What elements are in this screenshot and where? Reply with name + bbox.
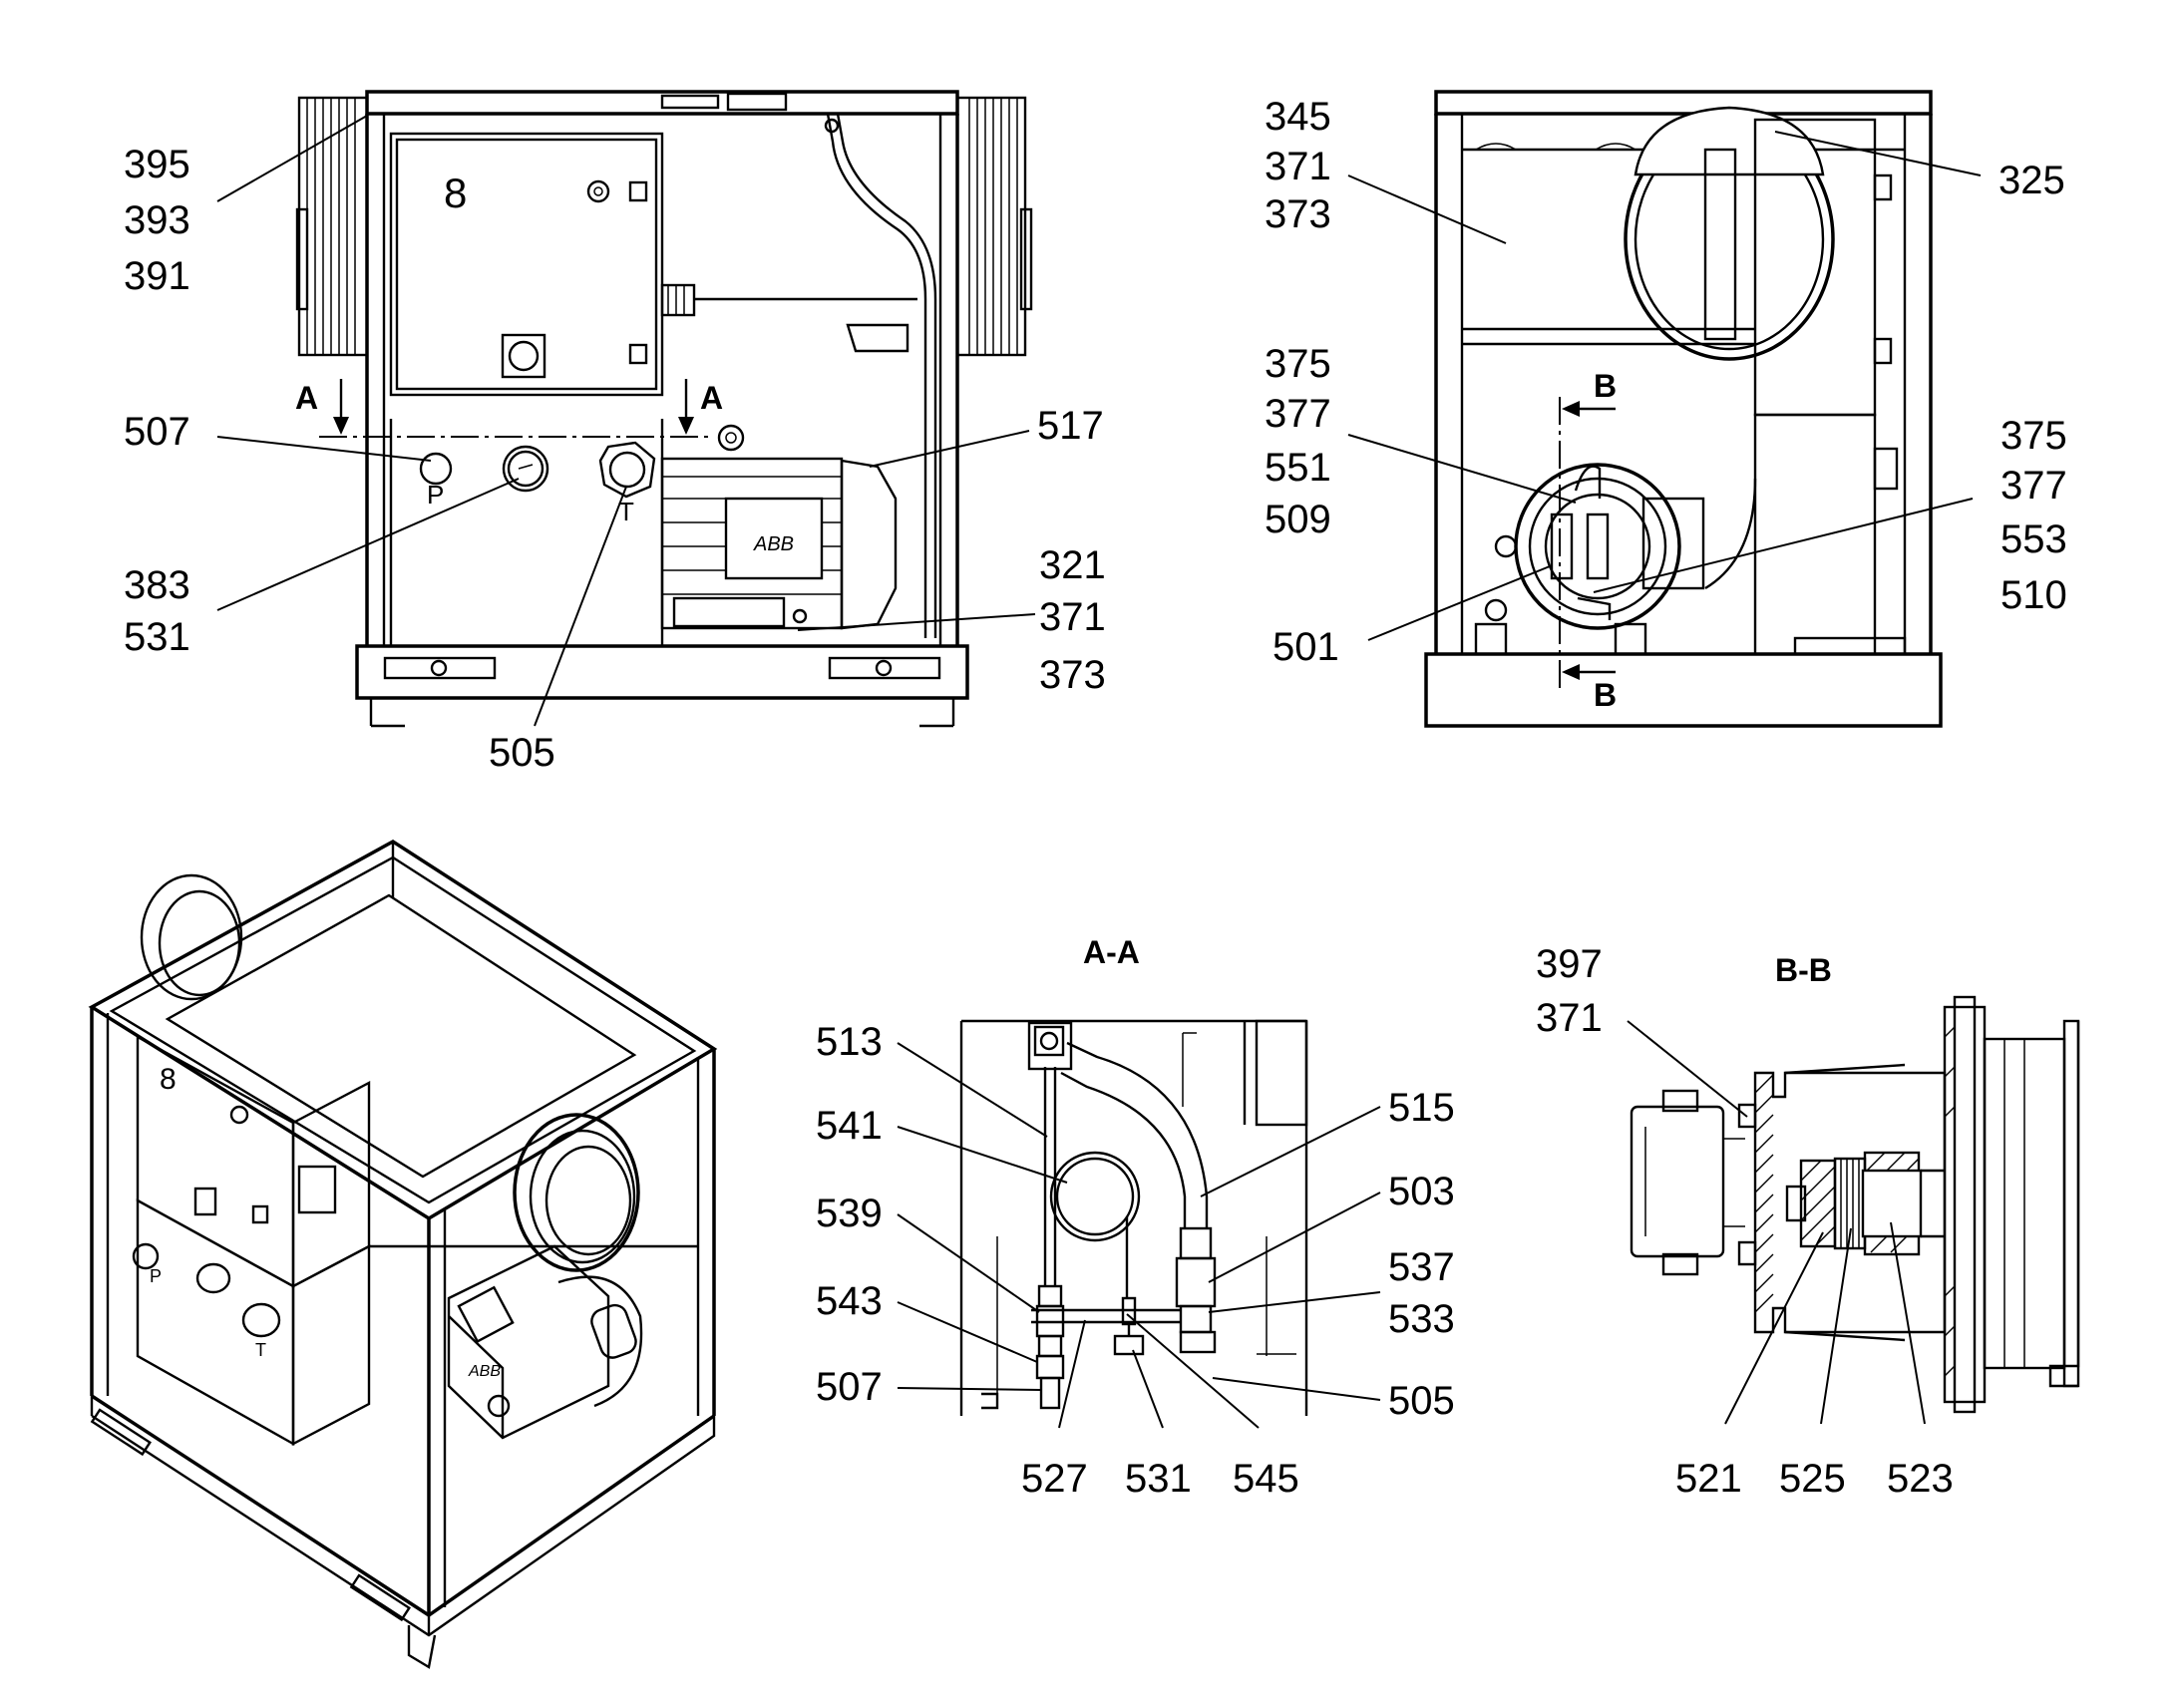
label-383: 383 bbox=[124, 563, 190, 607]
iso-port-mark-p: P bbox=[150, 1266, 162, 1286]
control-cabinet: 8 bbox=[389, 132, 917, 397]
label-505-aa: 505 bbox=[1388, 1379, 1455, 1423]
svg-text:8: 8 bbox=[444, 170, 467, 216]
hatch-bell bbox=[1754, 1074, 1774, 1313]
label-507: 507 bbox=[124, 410, 190, 454]
label-531: 531 bbox=[124, 615, 190, 659]
label-371-side: 371 bbox=[1265, 145, 1331, 188]
hose-reel-left bbox=[295, 96, 369, 357]
label-503: 503 bbox=[1388, 1170, 1455, 1213]
label-537: 537 bbox=[1388, 1245, 1455, 1289]
iso-tank: P T bbox=[132, 1197, 371, 1447]
section-aa: A-A bbox=[816, 934, 1455, 1501]
port-mark-p: P bbox=[427, 480, 444, 510]
label-539: 539 bbox=[816, 1192, 883, 1235]
svg-text:8: 8 bbox=[160, 1063, 177, 1096]
label-377-left: 377 bbox=[1265, 392, 1331, 436]
label-517: 517 bbox=[1037, 404, 1104, 448]
label-507-aa: 507 bbox=[816, 1365, 883, 1409]
iso-motor: ABB bbox=[447, 1244, 643, 1440]
label-377-right: 377 bbox=[2000, 464, 2067, 508]
hose-reel-right bbox=[955, 96, 1033, 357]
motor-badge: ABB bbox=[753, 533, 794, 555]
label-375-left: 375 bbox=[1265, 342, 1331, 386]
label-391: 391 bbox=[124, 254, 190, 298]
electric-motor-front: ABB bbox=[660, 457, 898, 630]
label-521: 521 bbox=[1675, 1457, 1742, 1501]
label-505: 505 bbox=[489, 731, 555, 775]
label-375-right: 375 bbox=[2000, 414, 2067, 458]
label-510: 510 bbox=[2000, 573, 2067, 617]
front-view: 8 A A P bbox=[124, 90, 1106, 775]
coupling-spider bbox=[1833, 1157, 1867, 1250]
iso-cabinet: 8 bbox=[136, 1034, 371, 1289]
label-509: 509 bbox=[1265, 498, 1331, 541]
label-373: 373 bbox=[1039, 653, 1106, 697]
label-393: 393 bbox=[124, 198, 190, 242]
label-371-bb: 371 bbox=[1536, 996, 1603, 1040]
hatch-flange bbox=[1944, 1026, 1956, 1377]
label-515: 515 bbox=[1388, 1086, 1455, 1130]
pump-flange bbox=[1484, 463, 1757, 630]
label-533: 533 bbox=[1388, 1297, 1455, 1341]
label-501: 501 bbox=[1272, 625, 1339, 669]
label-527: 527 bbox=[1021, 1457, 1088, 1501]
label-513: 513 bbox=[816, 1020, 883, 1064]
label-543: 543 bbox=[816, 1279, 883, 1323]
tank-port-t: T bbox=[598, 441, 656, 526]
label-371: 371 bbox=[1039, 595, 1106, 639]
pressure-gauge bbox=[502, 445, 549, 493]
label-531-aa: 531 bbox=[1125, 1457, 1192, 1501]
label-553: 553 bbox=[2000, 517, 2067, 561]
isometric-view: 8 P T ABB bbox=[88, 839, 718, 1669]
label-525: 525 bbox=[1779, 1457, 1846, 1501]
label-373-side: 373 bbox=[1265, 192, 1331, 236]
section-aa-title: A-A bbox=[1083, 934, 1140, 970]
iso-port-mark-t: T bbox=[255, 1340, 266, 1360]
iso-motor-badge: ABB bbox=[468, 1363, 501, 1380]
label-523: 523 bbox=[1887, 1457, 1954, 1501]
label-325: 325 bbox=[1998, 159, 2065, 202]
pressure-port-p: P bbox=[419, 452, 453, 510]
label-395: 395 bbox=[124, 143, 190, 186]
side-view: B B 345 371 373 325 375 377 551 509 501 … bbox=[1265, 90, 2067, 728]
section-mark-b-bottom: B bbox=[1594, 677, 1617, 713]
label-545: 545 bbox=[1233, 1457, 1299, 1501]
label-541: 541 bbox=[816, 1104, 883, 1148]
label-397: 397 bbox=[1536, 942, 1603, 986]
section-mark-b-top: B bbox=[1594, 368, 1617, 404]
label-321: 321 bbox=[1039, 543, 1106, 587]
label-551: 551 bbox=[1265, 446, 1331, 490]
label-345: 345 bbox=[1265, 95, 1331, 139]
hose-reel-side bbox=[1624, 106, 1835, 361]
section-mark-a-right: A bbox=[700, 380, 723, 416]
section-bb-title: B-B bbox=[1775, 952, 1832, 988]
port-mark-t: T bbox=[618, 497, 634, 526]
section-mark-a-left: A bbox=[295, 380, 318, 416]
section-bb: B-B bbox=[1536, 942, 2080, 1501]
